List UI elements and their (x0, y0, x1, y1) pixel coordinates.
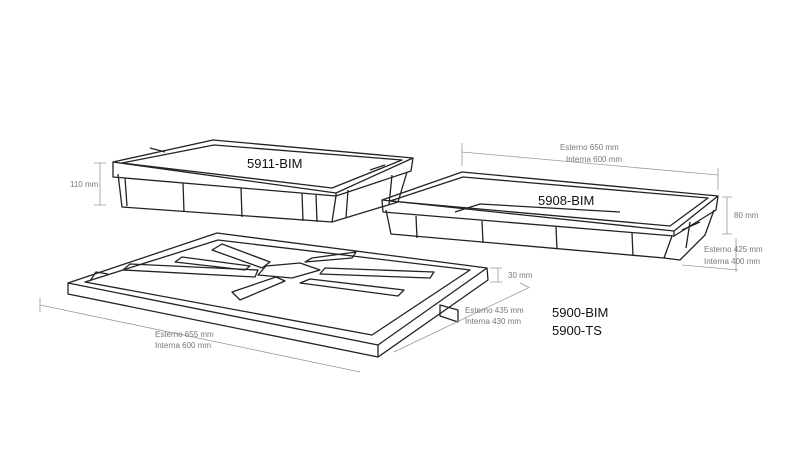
lid-5900-code-ts: 5900-TS (552, 323, 602, 338)
lid-5900-drawing (67, 232, 489, 358)
dimension-lines (39, 143, 739, 373)
lid-5900-width-ext: Esterno 435 mm (465, 306, 524, 315)
lid-5900-length-ext: Esterno 655 mm (155, 330, 214, 339)
tray-5908-length-int: Interna 600 mm (566, 155, 623, 164)
lid-5900-length-int: Interna 600 mm (155, 341, 212, 350)
tray-5911-code: 5911-BIM (247, 156, 303, 171)
tray-5911-height: 110 mm (70, 180, 99, 189)
tray-5908-length-ext: Esterno 650 mm (560, 143, 619, 152)
lid-5900-height: 30 mm (508, 271, 533, 280)
tray-5911-drawing (112, 139, 414, 223)
lid-5900-code-bim: 5900-BIM (552, 305, 609, 320)
tray-5908-height: 80 mm (734, 211, 759, 220)
tray-5908-width-int: Interna 400 mm (704, 257, 761, 266)
tray-5908-code: 5908-BIM (538, 193, 595, 208)
tray-5908-drawing (381, 171, 719, 261)
tray-5908-width-ext: Esterno 425 mm (704, 245, 763, 254)
lid-5900-width-int: Interna 430 mm (465, 317, 522, 326)
